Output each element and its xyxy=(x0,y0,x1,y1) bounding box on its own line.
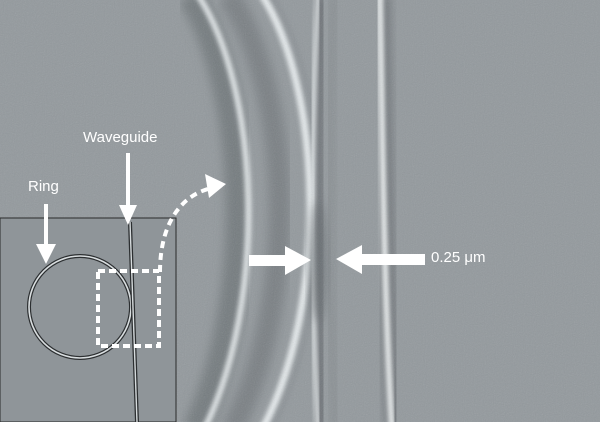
zoom-arrow xyxy=(158,186,213,273)
gap-dimension-label: 0.25 μm xyxy=(431,249,486,266)
zoom-region-box xyxy=(96,269,161,348)
zoom-arrow-head xyxy=(205,174,226,198)
ring-label: Ring xyxy=(28,178,59,195)
gap-arrow-left xyxy=(249,246,311,275)
waveguide-label: Waveguide xyxy=(83,129,158,146)
gap-arrow-right xyxy=(336,245,425,274)
inset-overview xyxy=(0,217,177,422)
